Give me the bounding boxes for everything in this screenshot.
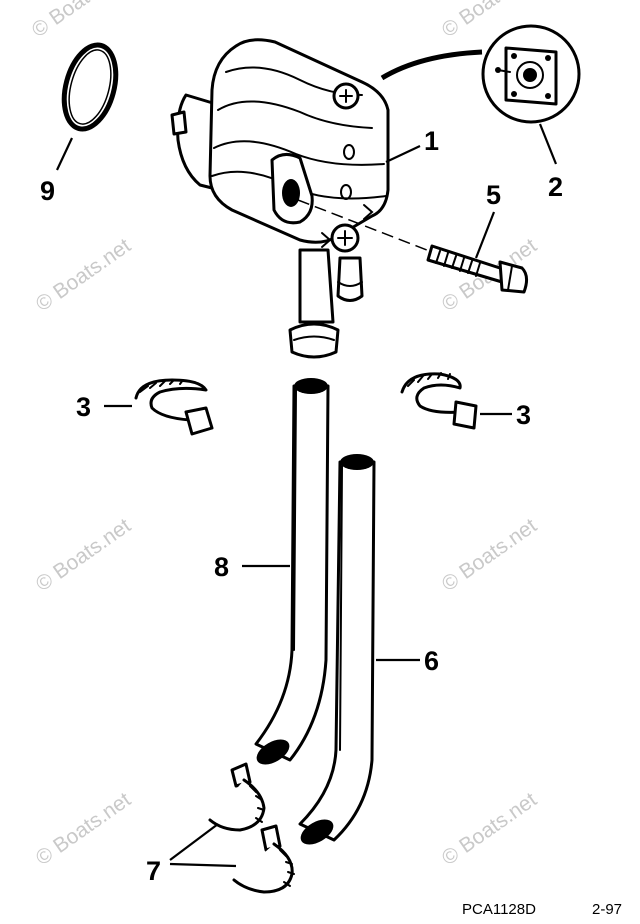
callout-9: 9 <box>40 176 55 206</box>
watermark-top-left: © Boats.net <box>28 0 131 42</box>
diaphragm-plate-part-2 <box>481 24 581 124</box>
callout-8: 8 <box>214 552 229 582</box>
watermark-low-right: © Boats.net <box>438 514 541 596</box>
leader-7-lower <box>169 862 237 868</box>
leader-1 <box>385 145 421 163</box>
bolt-part-5 <box>426 244 529 294</box>
fuel-pump-part-1 <box>170 38 390 359</box>
watermark-low-left: © Boats.net <box>32 514 135 596</box>
watermark-mid-left: © Boats.net <box>32 234 135 316</box>
clamp-right-part-3 <box>400 372 478 430</box>
callout-1: 1 <box>424 126 439 156</box>
callout-7: 7 <box>146 856 161 886</box>
callout-6: 6 <box>424 646 439 676</box>
callout-2: 2 <box>548 172 563 202</box>
bolt-alignment-dashed <box>297 199 433 253</box>
leader-5 <box>474 211 496 259</box>
clamp-small-lower-part-7 <box>232 824 295 894</box>
leader-9 <box>56 137 73 171</box>
callout-3-left: 3 <box>76 392 91 422</box>
clamp-left-part-3 <box>134 378 214 436</box>
leader-2-connector <box>380 49 483 81</box>
diagram-date: 2-97 <box>592 901 622 918</box>
leader-7-upper <box>169 823 219 861</box>
hose-part-6 <box>298 454 376 845</box>
clamp-small-upper-part-7 <box>208 762 266 832</box>
leader-2 <box>538 123 558 165</box>
diagram-code: PCA1128D <box>462 901 536 918</box>
callout-5: 5 <box>486 180 501 210</box>
callout-3-right: 3 <box>516 400 531 430</box>
watermark-bottom-left: © Boats.net <box>32 788 135 870</box>
o-ring-part-9 <box>61 42 119 132</box>
hose-part-8 <box>254 378 330 765</box>
watermark-bottom-right: © Boats.net <box>438 788 541 870</box>
